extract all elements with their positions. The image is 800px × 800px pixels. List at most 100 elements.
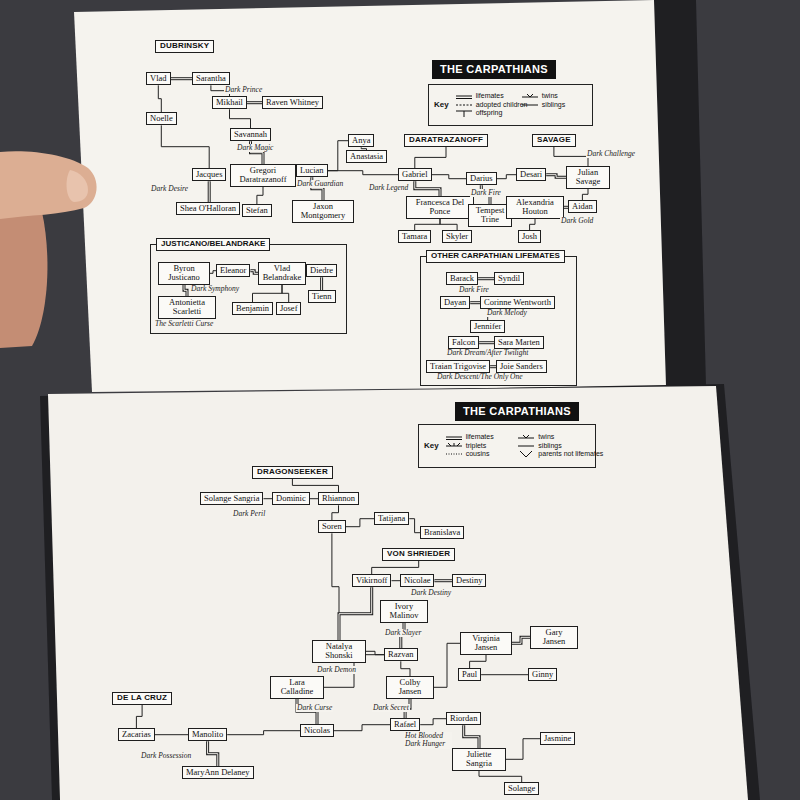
legend-list: lifematestwinsadopted childrensiblingsof… (455, 92, 587, 117)
person-name: Benjamin (236, 304, 269, 313)
person-name: Tienn (312, 292, 332, 301)
book-title: Dark Legend (368, 184, 409, 192)
person-name: Lara Calladine (274, 678, 320, 697)
family-line (434, 643, 460, 687)
lifemate-line (546, 175, 566, 178)
lifemate-line (415, 181, 440, 196)
person-name: Nicolas (304, 726, 330, 735)
person-box: Skyler (442, 230, 472, 243)
lifemate-line (250, 271, 258, 274)
person-box: Tamara (398, 230, 431, 243)
legend-heading: Key (434, 101, 449, 110)
legend-item: twins (521, 92, 587, 100)
person-name: Colby Jansen (390, 678, 430, 697)
family-line (506, 739, 540, 760)
family-line (440, 219, 457, 230)
person-box: Stefan (242, 204, 272, 217)
connector-stroke (264, 498, 273, 499)
family-line (155, 734, 188, 735)
person-box: Tienn (308, 290, 336, 303)
person-box: Falcon (448, 336, 479, 349)
legend-sample (455, 93, 473, 101)
person-name: Jennifer (474, 322, 501, 331)
connector-stroke (479, 341, 494, 344)
connector-stroke (440, 219, 457, 230)
person-name: Jaxon Montgomery (296, 202, 350, 221)
person-name: Sarantha (196, 74, 226, 83)
lifemate-line (247, 102, 262, 103)
person-name: Sara Marten (498, 338, 540, 347)
person-box: Branislava (420, 526, 464, 539)
connector-stroke (434, 579, 452, 582)
person-name: Tempest Trine (472, 206, 508, 225)
person-box: Jennifer (470, 320, 505, 333)
family-line (415, 147, 446, 168)
person-box: Gabriel (398, 168, 432, 181)
legend-sample (445, 450, 463, 458)
person-box: Nicolae (400, 574, 434, 587)
person-name: Corinne Wentworth (484, 298, 551, 307)
family-header: VON SHRIEDER (382, 548, 455, 561)
person-name: Solange (508, 784, 535, 793)
connector-stroke (512, 637, 530, 643)
family-line (479, 771, 522, 782)
connector-stroke (420, 719, 446, 725)
person-name: Eleanor (220, 266, 246, 275)
book-title: Dark Magic (236, 144, 274, 152)
connector-stroke (227, 731, 300, 735)
legend-item: siblings (521, 101, 587, 109)
legend-item: lifemates (455, 92, 521, 100)
person-box: Ivory Malinov (380, 600, 428, 623)
family-line (328, 141, 348, 171)
person-box: Raven Whitney (262, 96, 323, 109)
person-name: Traian Trigovise (430, 362, 486, 371)
family-line (497, 175, 516, 179)
connector-stroke (310, 498, 318, 499)
person-name: Branislava (424, 528, 460, 537)
person-box: Byron Justicano (158, 262, 210, 285)
person-name: Jasmine (544, 734, 571, 743)
legend-item: triplets (445, 442, 518, 450)
legend-item: offspring (455, 109, 521, 117)
book-title: Dark Demon (316, 666, 357, 674)
lifemate-line (184, 285, 187, 296)
connector-stroke (253, 285, 283, 302)
person-box: Dayan (440, 296, 470, 309)
person-box: Mikhail (212, 96, 247, 109)
family-line (292, 479, 338, 492)
person-name: Lucian (300, 166, 324, 175)
person-name: Vlad Belandrake (262, 264, 302, 283)
person-name: Ginny (532, 670, 553, 679)
book-title: Dark Peril (232, 510, 266, 518)
connector-stroke (282, 285, 289, 302)
legend-item: lifemates (445, 433, 518, 441)
book-title: Dark Guardian (296, 180, 344, 188)
person-name: Byron Justicano (162, 264, 206, 283)
connector-stroke (158, 85, 161, 112)
person-name: Rafael (394, 720, 416, 729)
person-box: Vlad Belandrake (258, 262, 306, 285)
person-name: Rhiannon (322, 494, 355, 503)
person-name: MaryAnn Delaney (186, 768, 250, 777)
book-title: Dark Slayer (384, 629, 422, 637)
person-name: Gary Jansen (534, 628, 574, 647)
connector-stroke (530, 219, 535, 230)
legend-box: Key lifematestwinsadopted childrensibling… (428, 84, 593, 126)
person-name: Razvan (388, 650, 414, 659)
diagram-title: THE CARPATHIANS (455, 402, 579, 421)
person-box: Josh (518, 230, 541, 243)
family-line (401, 661, 410, 676)
connector-stroke (434, 643, 460, 687)
person-box: Vlad (146, 72, 171, 85)
thumb-nail (67, 170, 88, 202)
person-name: Gregori Daratrazanoff (234, 166, 292, 185)
connector-stroke (409, 519, 420, 533)
family-line (282, 285, 289, 302)
lower-page (48, 386, 748, 800)
person-box: Jasmine (540, 732, 575, 745)
person-box: Natalya Shonski (312, 640, 366, 663)
legend-text: adopted children (476, 101, 528, 109)
group-heading: JUSTICANO/BELANDRAKE (156, 238, 270, 251)
person-name: Vikirnoff (356, 576, 387, 585)
book-title: Dark Prince (224, 86, 263, 94)
